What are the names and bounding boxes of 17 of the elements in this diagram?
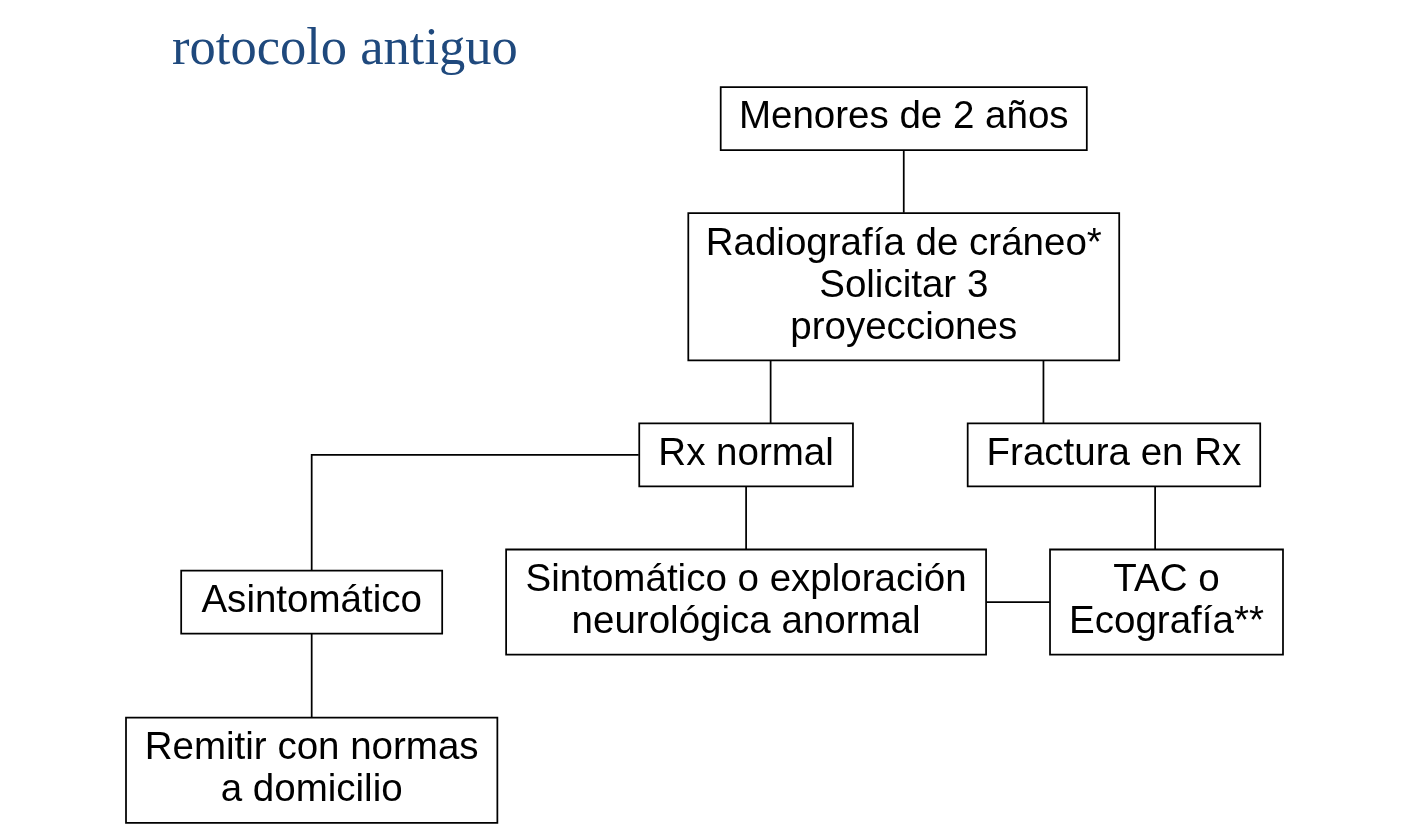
node-box: Radiografía de cráneo* Solicitar 3 proyecciones (687, 212, 1121, 362)
node-box: Remitir con normas a domicilio (125, 716, 499, 824)
connector (1042, 359, 1045, 424)
node-box: TAC o Ecografía** (1049, 548, 1284, 656)
node-box: Rx normal (638, 422, 854, 488)
diagram-title: rotocolo antiguo (172, 17, 518, 76)
node-box: Asintomático (180, 569, 444, 635)
connector (1154, 485, 1156, 551)
connector (985, 601, 1051, 603)
connector (902, 149, 905, 214)
node-box: Fractura en Rx (966, 422, 1262, 488)
connector (310, 454, 640, 571)
connector (310, 632, 313, 719)
node-box: Sintomático o exploración neurológica anormal (505, 548, 987, 656)
connector (745, 485, 747, 551)
node-box: Menores de 2 años (719, 86, 1088, 151)
connector (769, 359, 772, 424)
